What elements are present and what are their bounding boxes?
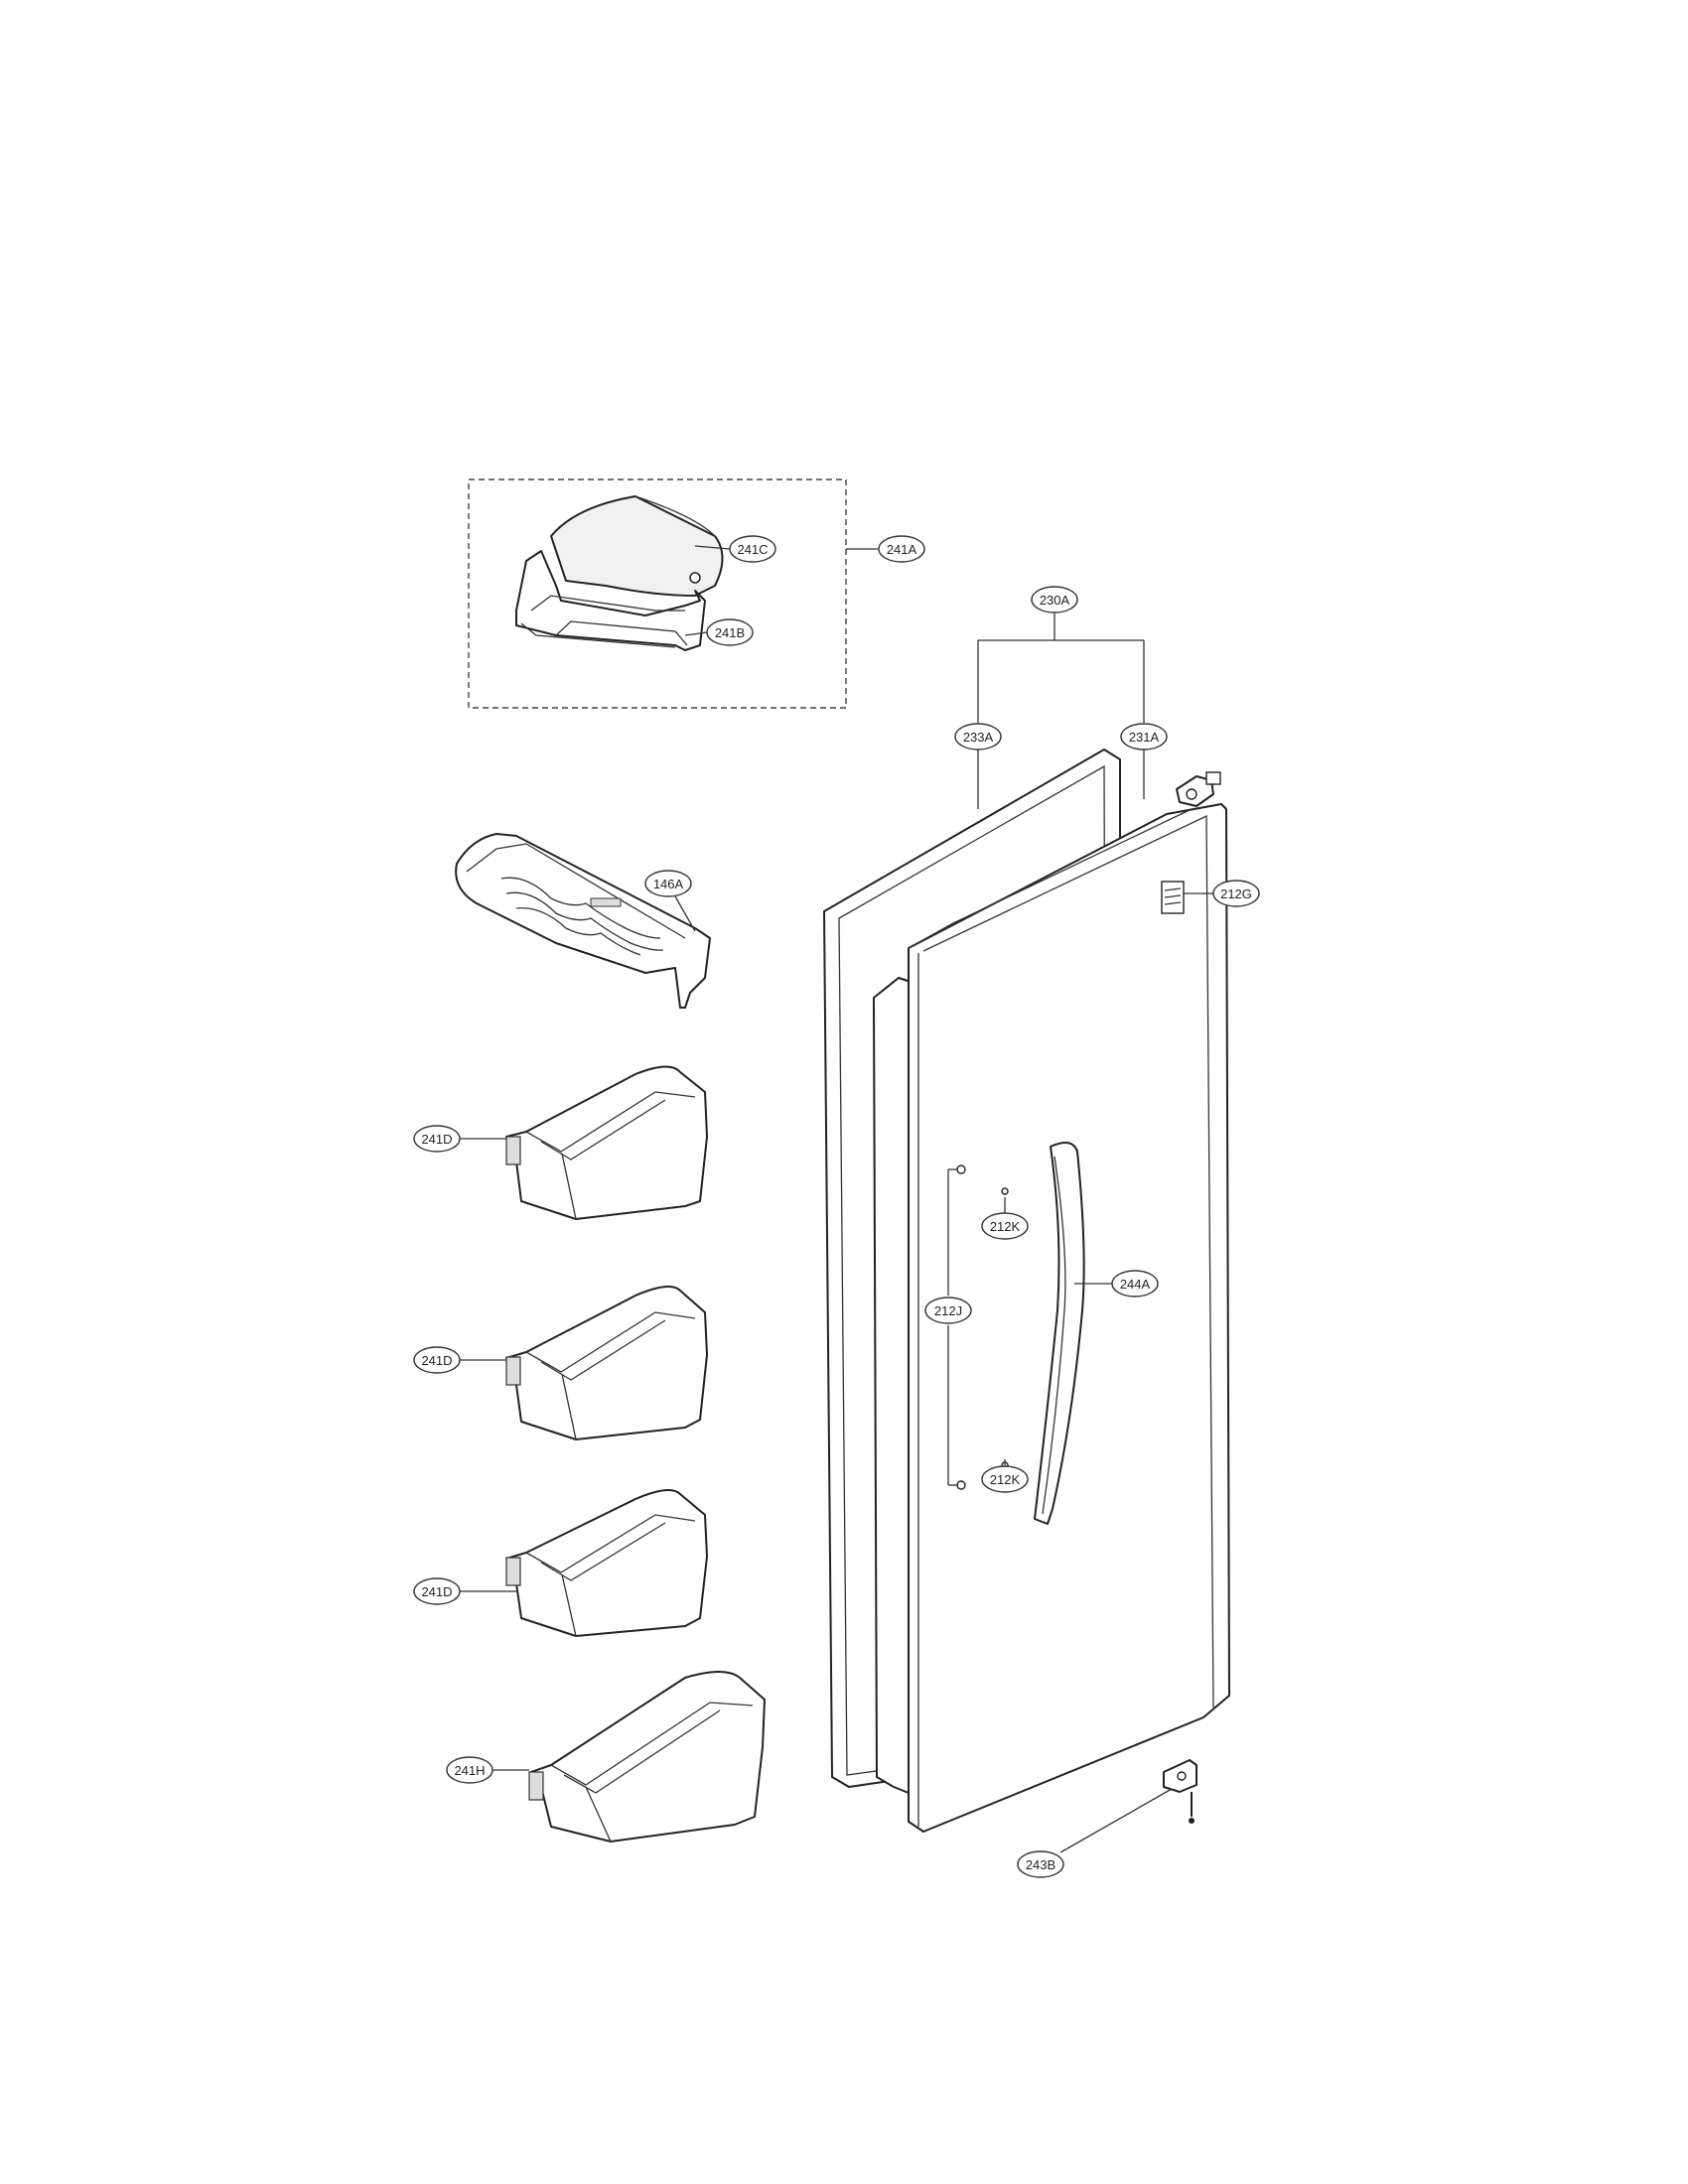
callout-241D-1[interactable]: 241D [413,1125,461,1153]
callout-233A[interactable]: 233A [954,723,1002,751]
svg-text:243B: 243B [1026,1857,1055,1872]
svg-text:212K: 212K [990,1472,1021,1487]
callout-212K-lower[interactable]: 212K [981,1465,1029,1493]
door-bin-241H-part [528,1671,766,1843]
svg-text:244A: 244A [1120,1277,1151,1292]
callout-241A[interactable]: 241A [878,535,925,563]
svg-text:241C: 241C [737,542,768,557]
callout-212G[interactable]: 212G [1212,880,1260,907]
door-bin-241D-3-part [505,1489,708,1637]
svg-text:146A: 146A [653,877,684,891]
door-bin-241D-1-part [505,1065,708,1220]
top-hinge-part [1176,771,1221,807]
callout-146A[interactable]: 146A [644,870,692,897]
callout-241C[interactable]: 241C [729,535,776,563]
ice-bin-cover-part [550,495,724,597]
bottom-hinge-part [1163,1759,1197,1824]
callout-231A[interactable]: 231A [1120,723,1168,751]
svg-text:212G: 212G [1220,887,1252,901]
callout-241H[interactable]: 241H [446,1756,493,1784]
callout-241D-3[interactable]: 241D [413,1577,461,1605]
leader-lines [459,545,1213,1853]
door-bin-146A-part [455,833,711,1009]
svg-text:241B: 241B [715,625,745,640]
callout-241B[interactable]: 241B [706,618,754,646]
callout-230A[interactable]: 230A [1031,586,1078,614]
callout-212J[interactable]: 212J [924,1297,972,1324]
door-bin-241D-2-part [505,1286,708,1440]
svg-text:241D: 241D [421,1584,452,1599]
callout-244A[interactable]: 244A [1111,1270,1159,1297]
svg-text:212K: 212K [990,1219,1021,1234]
door-handle-part [1034,1142,1085,1525]
svg-text:241D: 241D [421,1132,452,1147]
svg-text:230A: 230A [1040,593,1070,608]
svg-text:231A: 231A [1129,730,1160,745]
svg-text:241A: 241A [887,542,917,557]
svg-text:233A: 233A [963,730,994,745]
svg-text:212J: 212J [934,1303,962,1318]
callout-212K-upper[interactable]: 212K [981,1212,1029,1240]
ice-bin-tray-part [515,550,706,651]
callout-241D-2[interactable]: 241D [413,1346,461,1374]
svg-text:241D: 241D [421,1353,452,1368]
callout-243B[interactable]: 243B [1017,1850,1064,1878]
svg-text:241H: 241H [454,1763,485,1778]
ice-bin-assembly-box [468,478,879,709]
